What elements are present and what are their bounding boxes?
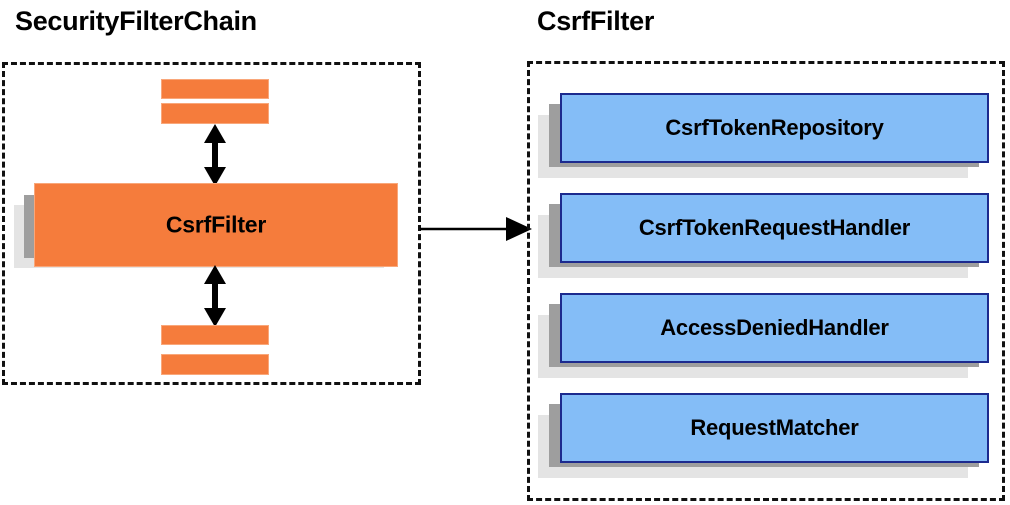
csrf-filter-box-label: CsrfFilter (165, 211, 267, 238)
filter-bar-top-1 (161, 79, 269, 99)
double-headed-arrow-lower (204, 265, 226, 327)
double-headed-arrow-upper (204, 124, 226, 186)
component-box-face: RequestMatcher (560, 393, 989, 463)
component-box-label: RequestMatcher (690, 415, 859, 440)
csrf-filter-details-container (527, 61, 1005, 501)
component-box-access-denied-handler: AccessDeniedHandler (538, 293, 998, 389)
csrf-filter-expansion-arrow (420, 217, 532, 241)
csrf-filter-box: CsrfFilter (14, 183, 414, 293)
component-box-label: CsrfTokenRepository (665, 115, 884, 140)
filter-bar-bottom-1 (161, 325, 269, 345)
csrf-filter-box-face: CsrfFilter (34, 183, 398, 267)
component-box-face: CsrfTokenRequestHandler (560, 193, 989, 263)
component-box-csrf-token-request-handler: CsrfTokenRequestHandler (538, 193, 998, 289)
component-box-label: AccessDeniedHandler (660, 315, 889, 340)
panel-title-csrf-filter: CsrfFilter (537, 6, 655, 36)
panel-title-security-filter-chain: SecurityFilterChain (15, 6, 257, 36)
component-box-face: CsrfTokenRepository (560, 93, 989, 163)
component-box-face: AccessDeniedHandler (560, 293, 989, 363)
security-filter-chain-container (2, 62, 421, 385)
filter-bar-bottom-2 (161, 354, 269, 375)
component-box-csrf-token-repository: CsrfTokenRepository (538, 93, 998, 189)
component-box-label: CsrfTokenRequestHandler (638, 215, 911, 240)
filter-bar-top-2 (161, 103, 269, 124)
component-box-request-matcher: RequestMatcher (538, 393, 998, 489)
